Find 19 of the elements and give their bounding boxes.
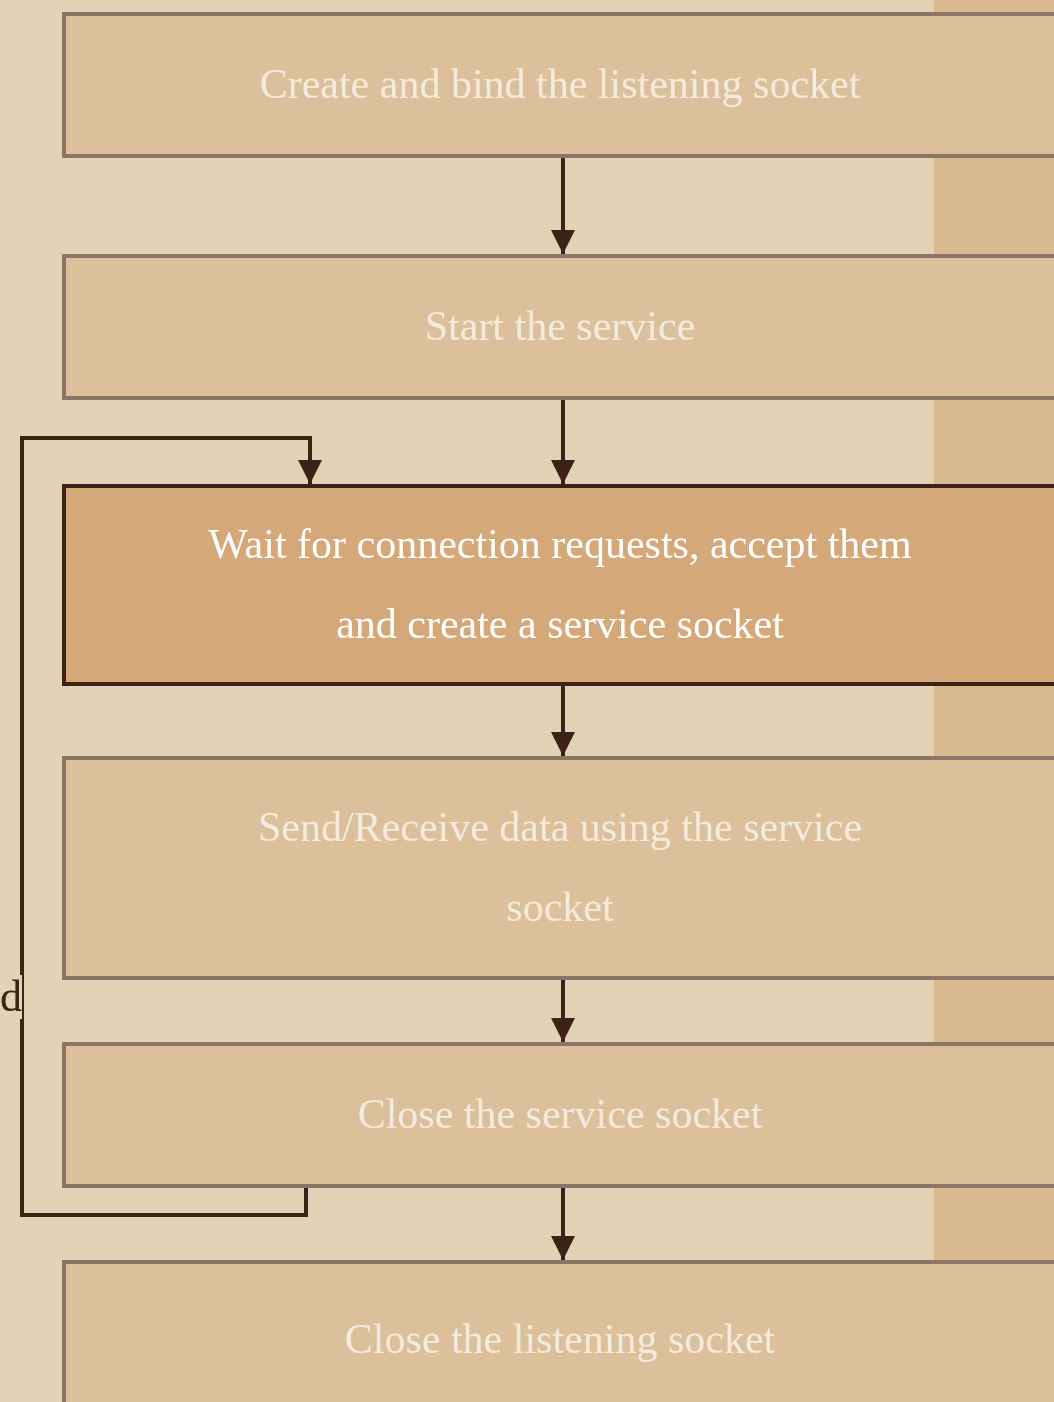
arrow: [20, 436, 322, 1217]
label-text: d: [0, 975, 22, 1019]
process-box: [62, 254, 1054, 400]
arrow: [551, 686, 575, 756]
process-box: [62, 12, 1054, 158]
step-text: Create and bind the listening socket: [259, 60, 861, 110]
step-text: Close the listening socket: [344, 1315, 776, 1365]
step-text: Start the service: [424, 302, 696, 352]
process-box: [62, 484, 1054, 686]
step-text: Wait for connection requests, accept them and create a service socket: [207, 520, 913, 649]
arrow: [551, 158, 575, 254]
process-box: [62, 1260, 1054, 1402]
process-box: [62, 1042, 1054, 1188]
arrow: [551, 400, 575, 484]
arrow: [551, 1188, 575, 1260]
process-box: [62, 756, 1054, 980]
step-text: Close the service socket: [357, 1090, 763, 1140]
step-text: Send/Receive data using the service socket: [256, 803, 864, 932]
arrow: [551, 980, 575, 1042]
